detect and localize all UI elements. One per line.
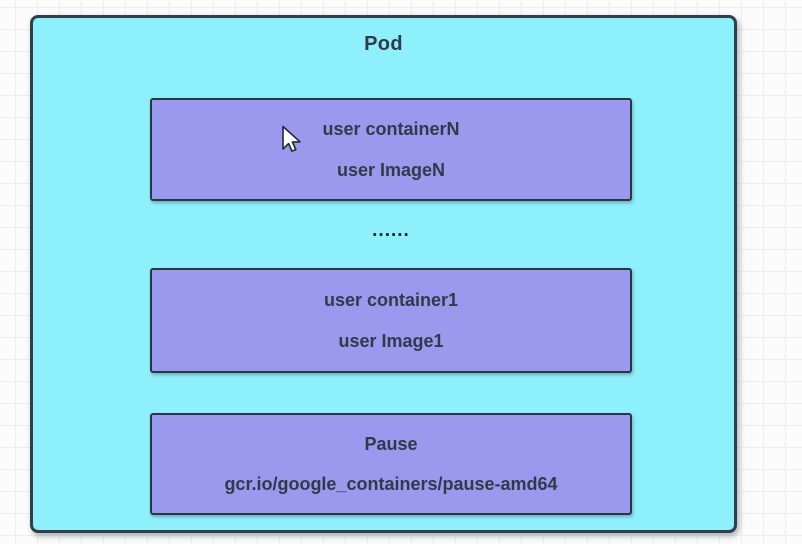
container-name: user container1 xyxy=(323,290,459,310)
pod-node[interactable]: Pod user containerN user ImageN ...... u… xyxy=(30,15,737,533)
container-node-pause[interactable]: Pause gcr.io/google_containers/pause-amd… xyxy=(150,413,632,515)
container-node-userN[interactable]: user containerN user ImageN xyxy=(150,98,632,201)
container-image: gcr.io/google_containers/pause-amd64 xyxy=(224,474,558,494)
container-node-user1[interactable]: user container1 user Image1 xyxy=(150,268,632,373)
container-image: user Image1 xyxy=(338,331,444,351)
container-image: user ImageN xyxy=(336,159,446,180)
container-name: user containerN xyxy=(322,119,460,140)
pod-title: Pod xyxy=(364,33,403,55)
container-name: Pause xyxy=(364,434,418,454)
ellipsis-text: ...... xyxy=(372,220,410,241)
